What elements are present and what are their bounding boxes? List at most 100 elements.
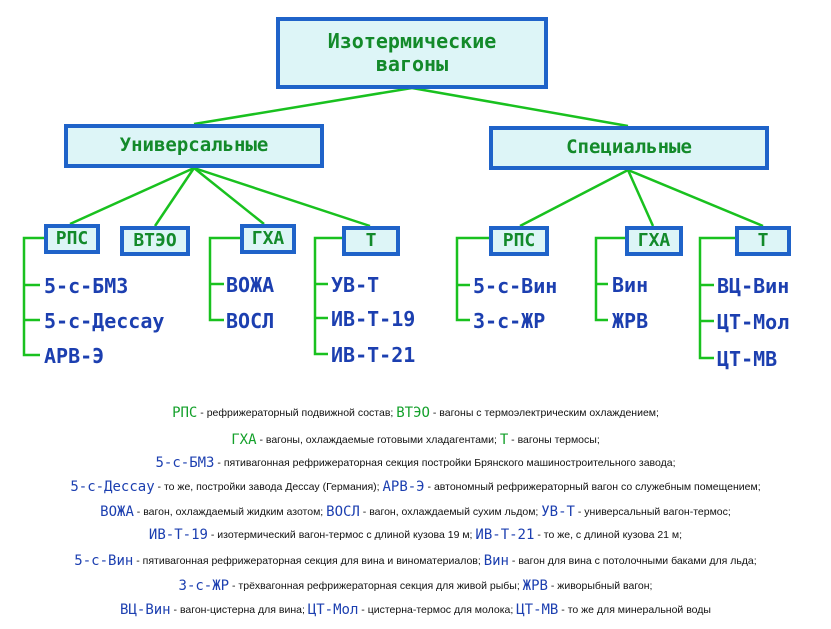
legend-line: 5-с-БМЗ - пятивагонная рефрижераторная с… [0, 456, 831, 470]
legend-description: - то же, с длиной кузова 21 м; [534, 529, 683, 541]
legend-line: РПС - рефрижераторный подвижной состав; … [0, 406, 831, 420]
group-universal-gha-label: ГХА [251, 227, 285, 249]
connector-universal-gha [193, 167, 265, 225]
legend-term: ВОЖА [100, 504, 134, 520]
connector-root-special [411, 86, 629, 128]
bracket-special-rps [455, 236, 489, 322]
legend-term: РПС [172, 405, 198, 421]
legend-term: 5-с-БМЗ [155, 455, 215, 471]
legend-description: - трёхвагонная рефрижераторная секция дл… [229, 580, 523, 592]
category-universal-label: Универсальные [119, 134, 269, 157]
group-special-t-label: Т [757, 229, 769, 251]
legend-description: - вагон-цистерна для вина; [170, 604, 308, 616]
group-universal-gha-box: ГХА [240, 224, 296, 254]
bracket-universal-rps [22, 236, 44, 357]
legend-description: - цистерна-термос для молока; [358, 604, 517, 616]
legend-description: - изотермический вагон-термос с длиной к… [207, 529, 476, 541]
legend-description: - вагон для вина с потолочными баками дл… [509, 555, 757, 567]
group-universal-rps-box: РПС [44, 224, 100, 254]
category-special-label: Специальные [566, 136, 692, 159]
legend-term: ЖРВ [522, 578, 548, 594]
legend-line: ГХА - вагоны, охлаждаемые готовыми хлада… [0, 433, 831, 447]
legend-description: - вагоны термосы; [508, 434, 600, 446]
group-universal-vteo-label: ВТЭО [133, 229, 177, 251]
connector-universal-vteo [153, 167, 196, 227]
item-universal-t-0: УВ-Т [331, 273, 380, 297]
legend-term: 3-с-ЖР [178, 578, 230, 594]
item-universal-t-2: ИВ-Т-21 [331, 343, 416, 367]
group-special-gha-box: ГХА [625, 226, 683, 256]
legend-description: - универсальный вагон-термос; [574, 506, 731, 518]
bracket-universal-gha [208, 236, 240, 322]
item-universal-rps-0: 5-с-БМЗ [44, 274, 129, 298]
legend-description: - автономный рефрижераторный вагон со сл… [424, 481, 761, 493]
item-special-t-0: ВЦ-Вин [717, 274, 790, 298]
legend-term: АРВ-Э [382, 479, 425, 495]
legend-term: ИВ-Т-19 [148, 527, 208, 543]
legend-term: Т [499, 432, 509, 448]
legend-term: ЦТ-МВ [516, 602, 559, 618]
item-special-rps-0: 5-с-Вин [473, 274, 558, 298]
legend-term: ЦТ-Мол [307, 602, 359, 618]
legend-description: - пятивагонная рефрижераторная секция по… [214, 457, 676, 469]
legend-description: - вагон, охлаждаемый жидким азотом; [133, 506, 327, 518]
item-universal-gha-0: ВОЖА [226, 273, 275, 297]
item-universal-rps-2: АРВ-Э [44, 344, 105, 368]
legend-line: 5-с-Дессау - то же, постройки завода Дес… [0, 480, 831, 494]
connector-root-universal [193, 86, 413, 126]
group-universal-t-box: Т [342, 226, 400, 256]
item-special-gha-1: ЖРВ [612, 309, 649, 333]
item-special-rps-1: 3-с-ЖР [473, 309, 546, 333]
group-special-rps-label: РПС [502, 229, 536, 251]
legend-description: - пятивагонная рефрижераторная секция дл… [133, 555, 484, 567]
legend-description: - то же для минеральной воды [558, 604, 711, 616]
group-universal-rps-label: РПС [55, 227, 89, 249]
root-title-line1: Изотермические [327, 29, 497, 53]
legend-description: - вагоны, охлаждаемые готовыми хладагент… [256, 434, 500, 446]
legend-term: Вин [483, 553, 509, 569]
item-universal-gha-1: ВОСЛ [226, 309, 275, 333]
category-special-box: Специальные [489, 126, 769, 170]
legend-description: - живорыбный вагон; [547, 580, 653, 592]
root-title-line2: вагоны [375, 52, 449, 76]
connector-special-rps [519, 168, 629, 228]
connector-universal-t [193, 166, 371, 228]
bracket-special-t [698, 236, 735, 360]
legend-term: ВЦ-Вин [120, 602, 171, 618]
legend-term: УВ-Т [541, 504, 575, 520]
legend-description: - вагон, охлаждаемый сухим льдом; [359, 506, 542, 518]
category-universal-box: Универсальные [64, 124, 324, 168]
connector-special-t [627, 168, 764, 228]
legend-description: - рефрижераторный подвижной состав; [197, 407, 397, 419]
connector-universal-rps [69, 166, 195, 226]
group-universal-vteo-box: ВТЭО [120, 226, 190, 256]
connector-special-gha [626, 169, 655, 227]
group-universal-t-label: Т [365, 229, 377, 251]
legend-line: 3-с-ЖР - трёхвагонная рефрижераторная се… [0, 579, 831, 593]
group-special-rps-box: РПС [489, 226, 549, 256]
legend-term: ГХА [231, 432, 257, 448]
group-special-t-box: Т [735, 226, 791, 256]
bracket-special-gha [594, 236, 625, 322]
legend-line: 5-с-Вин - пятивагонная рефрижераторная с… [0, 554, 831, 568]
legend-term: ИВ-Т-21 [475, 527, 535, 543]
legend-term: ВТЭО [396, 405, 430, 421]
root-box: Изотермические вагоны [276, 17, 548, 89]
legend-line: ВЦ-Вин - вагон-цистерна для вина; ЦТ-Мол… [0, 603, 831, 617]
item-special-t-2: ЦТ-МВ [717, 347, 778, 371]
item-special-t-1: ЦТ-Мол [717, 310, 790, 334]
legend-description: - вагоны с термоэлектрическим охлаждение… [429, 407, 659, 419]
legend-term: 5-с-Вин [74, 553, 134, 569]
legend-term: ВОСЛ [326, 504, 360, 520]
item-special-gha-0: Вин [612, 273, 649, 297]
legend-line: ИВ-Т-19 - изотермический вагон-термос с … [0, 528, 831, 542]
group-special-gha-label: ГХА [637, 229, 671, 251]
item-universal-rps-1: 5-с-Дессау [44, 309, 165, 333]
legend-description: - то же, постройки завода Дессау (Герман… [154, 481, 383, 493]
legend-term: 5-с-Дессау [70, 479, 155, 495]
item-universal-t-1: ИВ-Т-19 [331, 307, 416, 331]
legend-line: ВОЖА - вагон, охлаждаемый жидким азотом;… [0, 505, 831, 519]
bracket-universal-t [313, 236, 342, 356]
